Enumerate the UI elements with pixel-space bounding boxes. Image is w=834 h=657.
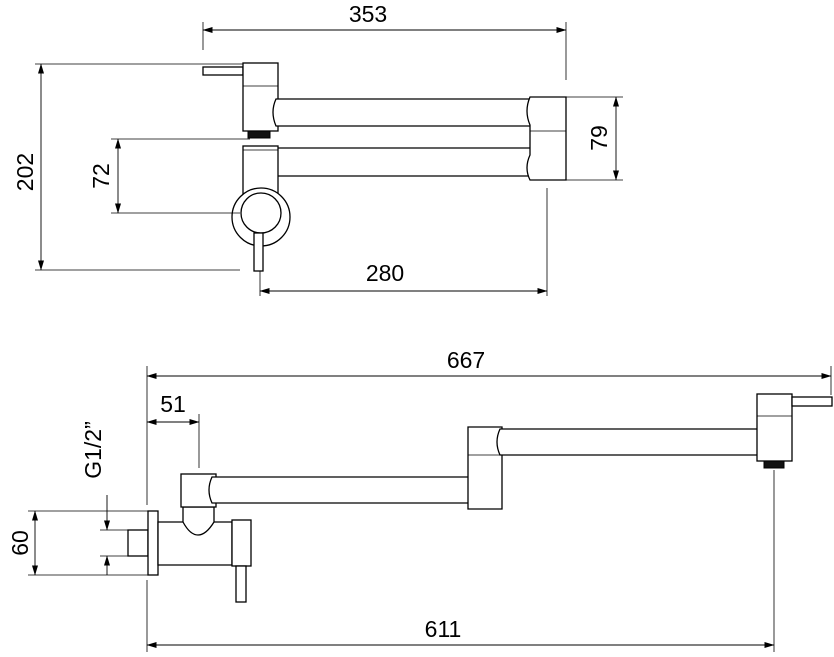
dim-353: 353 xyxy=(202,1,567,80)
top-view-faucet xyxy=(202,62,567,272)
dim-667: 667 xyxy=(146,347,832,505)
top-handle-lever xyxy=(202,66,244,76)
side-aerator xyxy=(763,460,785,469)
side-view-faucet xyxy=(127,393,833,603)
side-spout-head xyxy=(756,393,793,462)
dim-667-label: 667 xyxy=(447,347,485,373)
dim-280: 280 xyxy=(259,188,548,296)
dim-202: 202 xyxy=(12,63,243,271)
side-spout-lever xyxy=(791,396,833,407)
side-valve-cap xyxy=(231,519,252,567)
top-upper-arm xyxy=(272,98,534,127)
dim-72-label: 72 xyxy=(88,163,114,189)
dim-51: 51 xyxy=(146,391,200,468)
dim-60-label: 60 xyxy=(7,530,33,556)
dim-79: 79 xyxy=(566,96,623,181)
top-view: 353 202 72 79 280 xyxy=(12,1,623,296)
dim-thread-label: G1/2” xyxy=(80,421,106,479)
top-valve-knob xyxy=(240,192,282,234)
side-wall-flange xyxy=(147,510,159,576)
top-upper-body xyxy=(242,62,279,132)
side-lower-arm xyxy=(208,476,474,504)
side-view: 667 51 G1/2” 60 611 xyxy=(7,347,833,652)
side-inlet-stub xyxy=(127,529,149,557)
top-aerator xyxy=(247,130,271,139)
top-elbow-joint xyxy=(526,96,567,181)
top-valve-lever xyxy=(253,232,264,272)
dim-353-label: 353 xyxy=(349,1,387,27)
dim-202-label: 202 xyxy=(12,153,38,191)
side-middle-elbow xyxy=(467,426,503,510)
dim-60: 60 xyxy=(7,510,148,576)
top-lower-arm xyxy=(272,147,534,177)
side-valve-lever xyxy=(235,565,247,603)
dim-280-label: 280 xyxy=(366,260,404,286)
side-upper-arm xyxy=(496,428,764,456)
dim-72: 72 xyxy=(88,138,250,214)
side-riser xyxy=(182,506,215,536)
dim-thread: G1/2” xyxy=(80,421,128,575)
dim-79-label: 79 xyxy=(586,125,612,151)
dim-611-label: 611 xyxy=(425,616,462,642)
top-lower-body xyxy=(242,145,279,195)
dim-611: 611 xyxy=(146,470,775,652)
side-lower-swivel xyxy=(180,473,217,508)
dim-51-label: 51 xyxy=(160,391,186,417)
